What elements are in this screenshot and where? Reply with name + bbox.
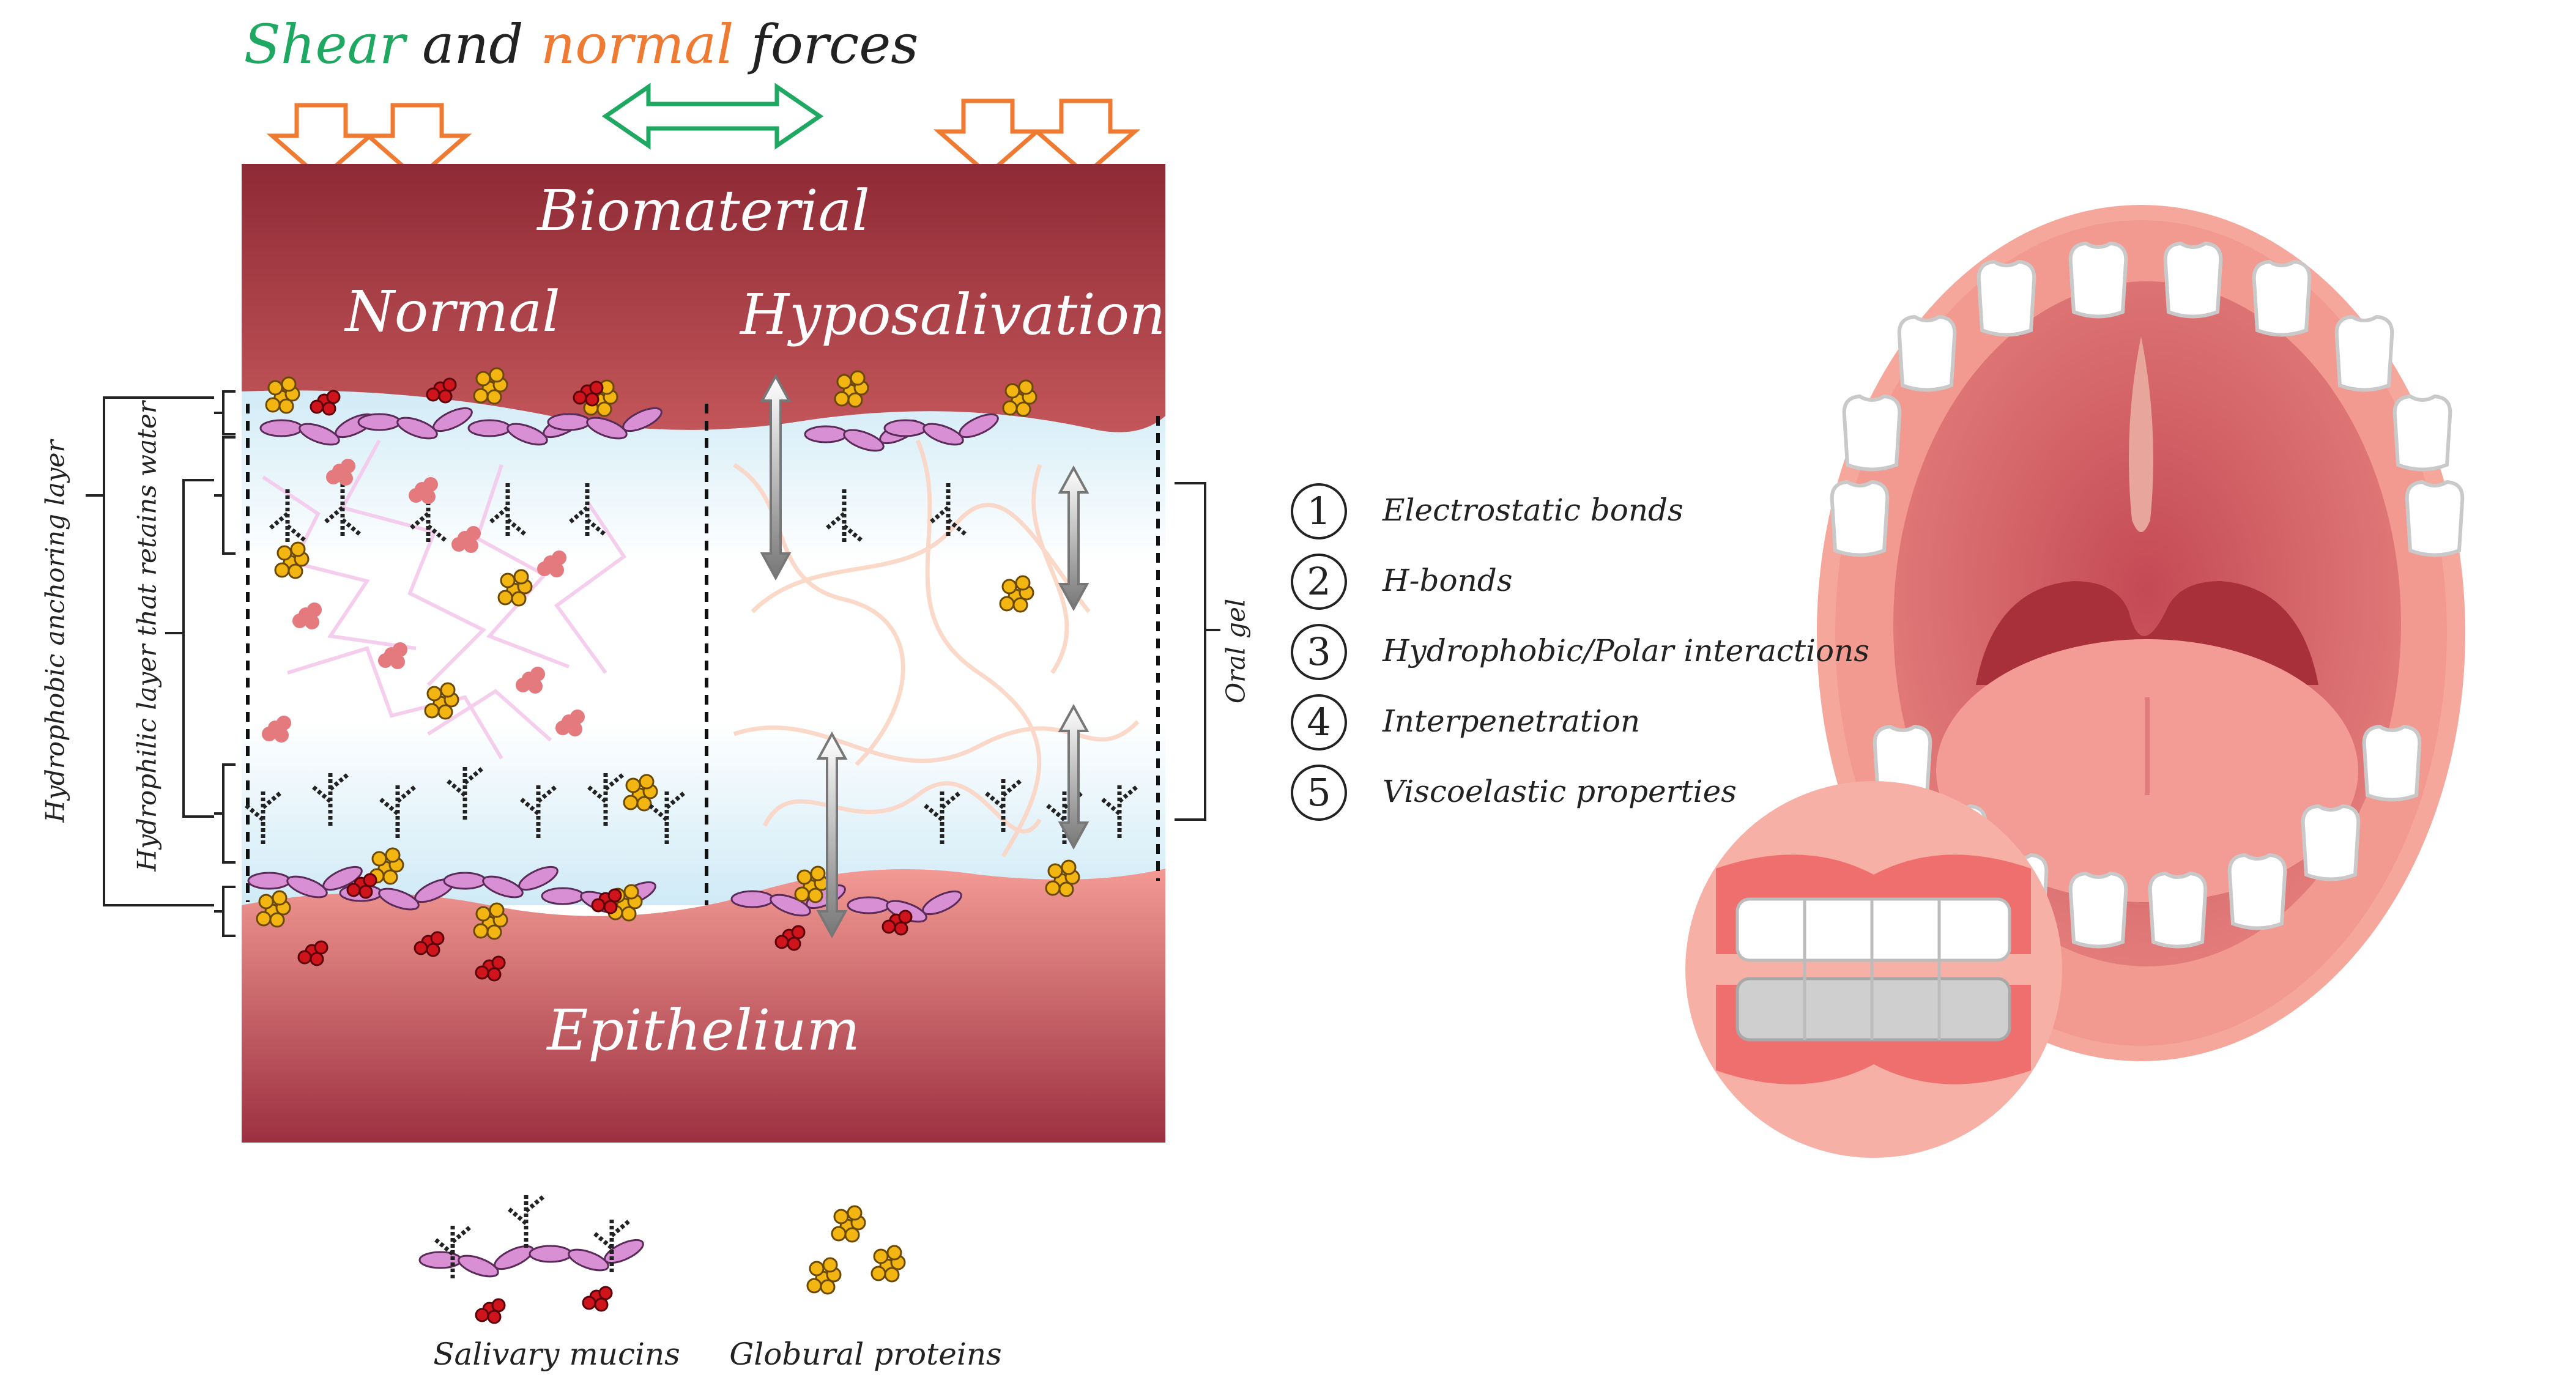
legend-text: Viscoelastic properties (1383, 774, 1737, 809)
title-shear: Shear (243, 13, 406, 76)
legend-number: 1 (1291, 483, 1347, 539)
legend-number: 2 (1291, 554, 1347, 610)
legend-number: 5 (1291, 765, 1347, 821)
figure-title: Shear and normal forces (0, 11, 1162, 78)
title-forces: forces (751, 13, 919, 76)
globural-proteins-caption: Globural proteins (729, 1336, 1002, 1372)
legend-item: 4 Interpenetration (1291, 694, 1841, 755)
hyposalivation-label: Hyposalivation (740, 282, 1166, 347)
title-normal: normal (540, 13, 734, 76)
legend-number: 4 (1291, 694, 1347, 750)
legend-text: Hydrophobic/Polar interactions (1383, 633, 1869, 669)
oral-gel-label: Oral gel (1220, 598, 1251, 704)
legend-item: 2 H-bonds (1291, 554, 1841, 615)
hydrophilic-layer-label: Hydrophilic layer that retains water (132, 401, 162, 872)
legend-text: Interpenetration (1383, 703, 1641, 739)
normal-label: Normal (345, 279, 560, 344)
legend-text: Electrostatic bonds (1383, 492, 1683, 528)
legend-item: 1 Electrostatic bonds (1291, 483, 1841, 544)
legend-item: 3 Hydrophobic/Polar interactions (1291, 624, 1869, 685)
protein-cluster-icon (806, 1205, 906, 1295)
shear-force-arrow (601, 83, 824, 150)
vertical-double-arrows (760, 373, 1089, 939)
salivary-mucins-caption: Salivary mucins (433, 1336, 680, 1372)
biomaterial-label: Biomaterial (537, 178, 870, 243)
legend-text: H-bonds (1383, 563, 1513, 598)
normal-force-arrows (266, 98, 1141, 182)
layer-brackets (86, 390, 1220, 937)
title-and: and (422, 13, 524, 76)
denture-icon (1685, 781, 2062, 1158)
legend-number: 3 (1291, 624, 1347, 680)
hydrophobic-anchoring-label: Hydrophobic anchoring layer (40, 440, 70, 823)
epithelium-label: Epithelium (547, 998, 860, 1063)
mucin-icon (418, 1193, 647, 1324)
legend-item: 5 Viscoelastic properties (1291, 765, 1841, 826)
